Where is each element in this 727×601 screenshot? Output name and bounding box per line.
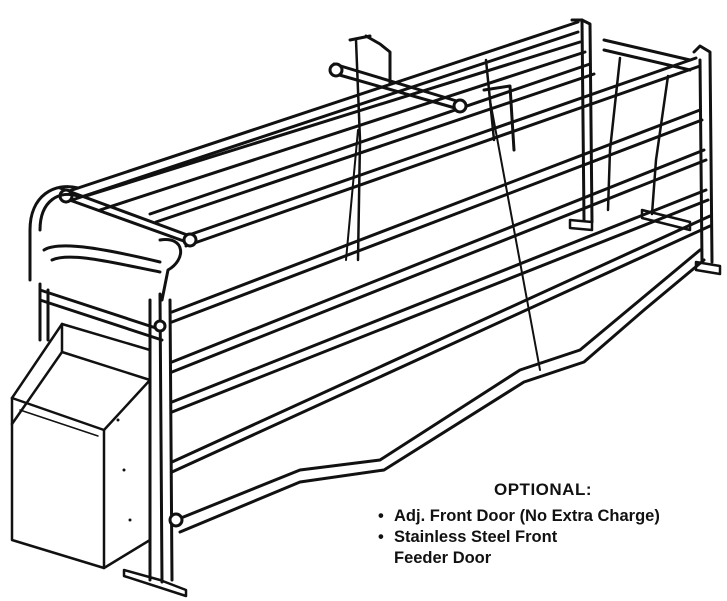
option-item-text-continued: Feeder Door	[394, 549, 492, 567]
option-item-text: Adj. Front Door (No Extra Charge)	[394, 507, 660, 525]
front-frame	[28, 185, 188, 598]
options-heading: OPTIONAL:	[494, 480, 592, 499]
rear-feet	[640, 208, 692, 232]
options-callout: OPTIONAL: Adj. Front Door (No Extra Char…	[376, 480, 724, 569]
option-item-front-door: Adj. Front Door (No Extra Charge)	[376, 506, 724, 527]
side-rails	[170, 108, 712, 474]
options-list: Adj. Front Door (No Extra Charge) Stainl…	[376, 506, 724, 569]
option-item-text: Stainless Steel Front	[394, 528, 558, 546]
top-rails	[64, 20, 702, 248]
bottom-rail	[174, 248, 706, 534]
option-item-stainless-door: Stainless Steel Front Feeder Door	[376, 527, 724, 569]
feeder-door	[10, 322, 152, 570]
